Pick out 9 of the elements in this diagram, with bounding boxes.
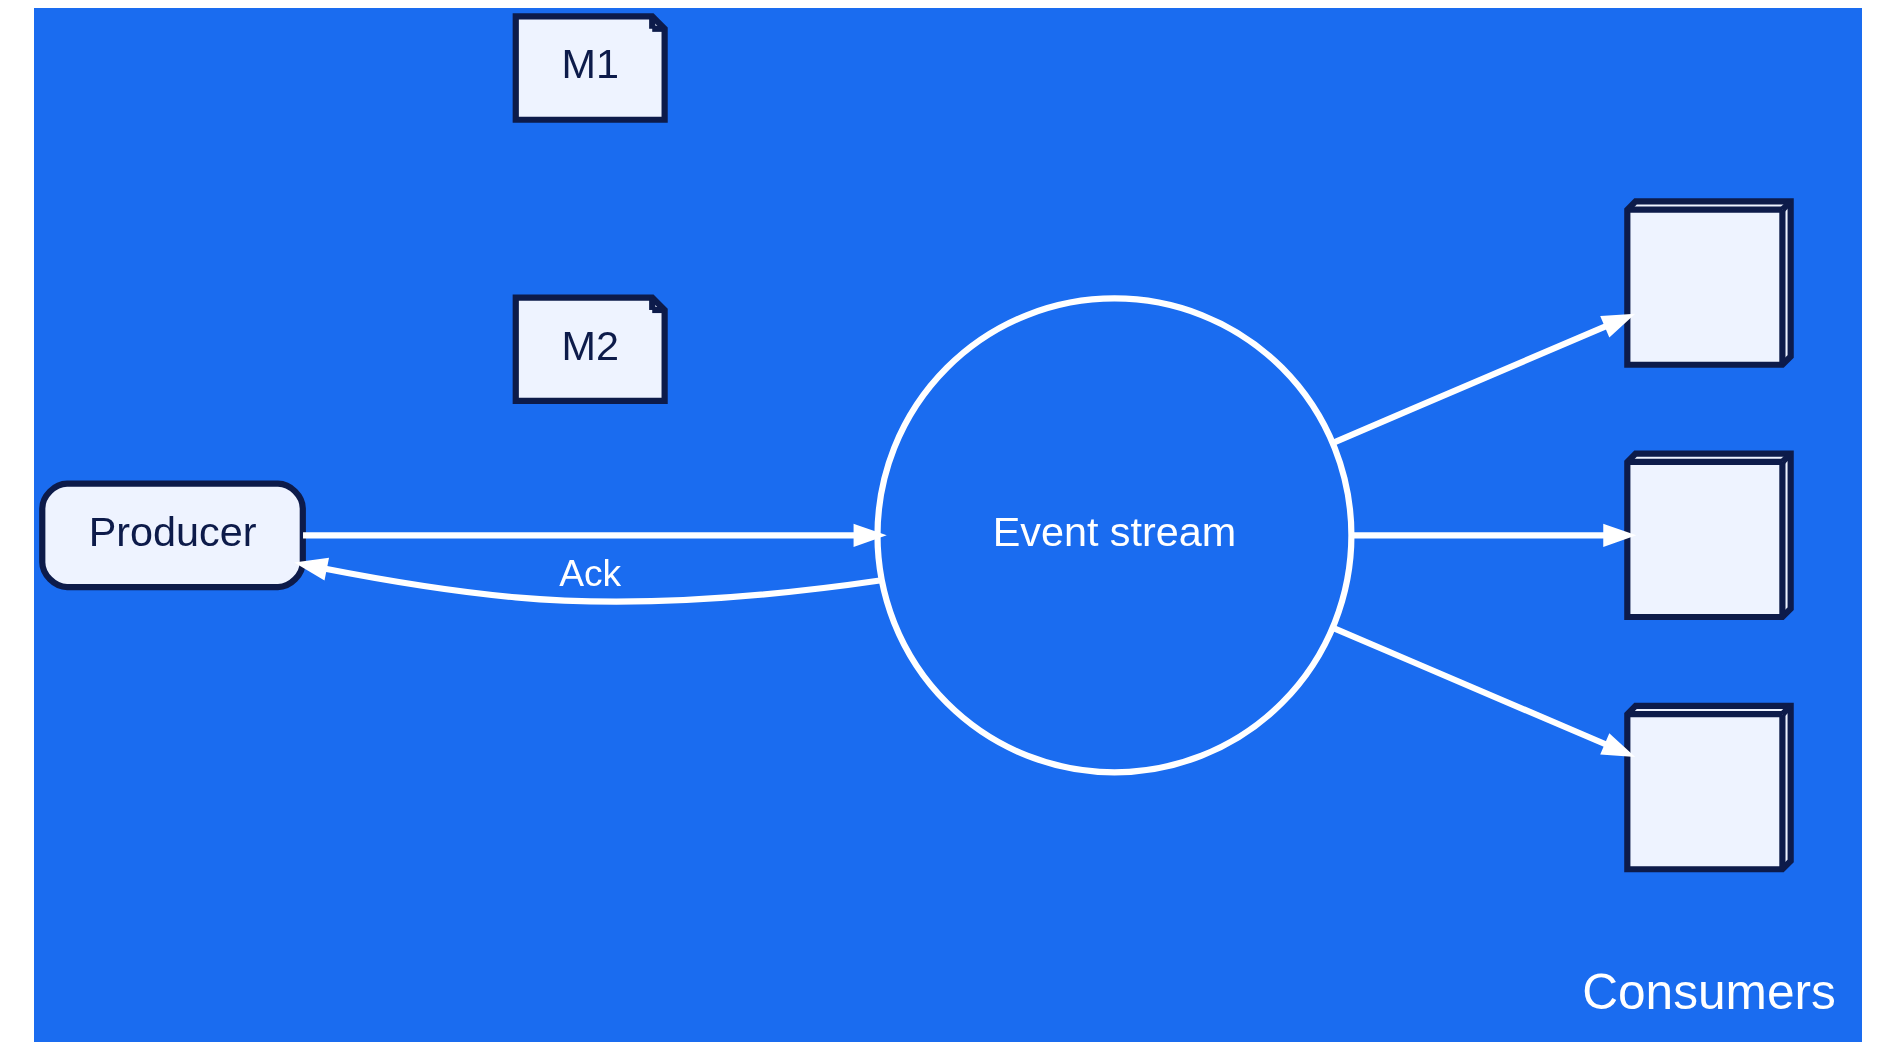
- arrow: [1331, 313, 1636, 446]
- arrow: [1351, 523, 1637, 547]
- node-box: Producer: [39, 480, 306, 591]
- arrow: [303, 523, 887, 547]
- edge-label: Ack: [559, 551, 622, 594]
- arrow: [1331, 625, 1636, 757]
- label: Consumers: [1582, 964, 1836, 1021]
- node-circle: Event stream: [874, 295, 1355, 776]
- arrow: [294, 557, 883, 605]
